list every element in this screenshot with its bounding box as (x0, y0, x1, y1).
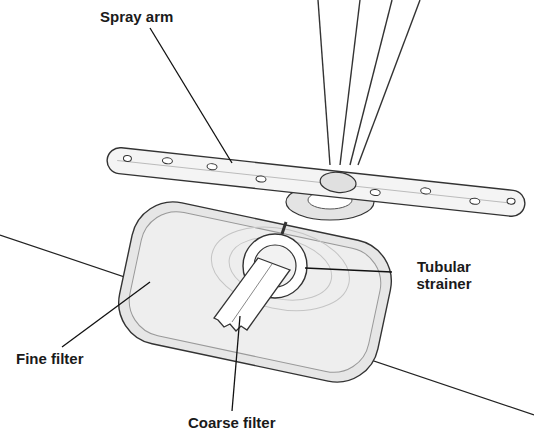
arm-body (106, 146, 526, 217)
part-label: Spray arm (100, 8, 173, 25)
filter-mesh (123, 205, 388, 379)
supply-tubes (318, 0, 420, 165)
nozzle (256, 176, 267, 183)
leader-line (232, 316, 240, 411)
filter-rim (111, 194, 399, 390)
part-label: Coarse filter (188, 414, 276, 431)
part-label: Tubular strainer (398, 258, 490, 293)
nozzle (507, 198, 516, 205)
strainer-tab (282, 222, 286, 234)
nozzle (370, 189, 381, 196)
leader-line (62, 282, 150, 347)
tube-line (318, 0, 330, 165)
arm-nozzles (122, 153, 515, 210)
leader-line (150, 28, 232, 163)
tube-line (350, 0, 392, 165)
nozzle (162, 157, 173, 164)
tube-line (358, 0, 420, 165)
nozzle (207, 163, 218, 170)
nozzle (420, 187, 431, 194)
part-label: Fine filter (16, 350, 84, 367)
coarse-filter-rib (232, 264, 272, 322)
nozzle (123, 155, 132, 162)
leader-line (305, 268, 392, 272)
spray-arm-shape (106, 146, 526, 217)
arm-hub (319, 171, 357, 195)
nozzle (470, 198, 481, 205)
coarse-filter-shape (214, 258, 290, 331)
fine-filter-shape (111, 194, 399, 390)
leader-lines (62, 28, 392, 411)
arm-ridge (117, 160, 515, 203)
